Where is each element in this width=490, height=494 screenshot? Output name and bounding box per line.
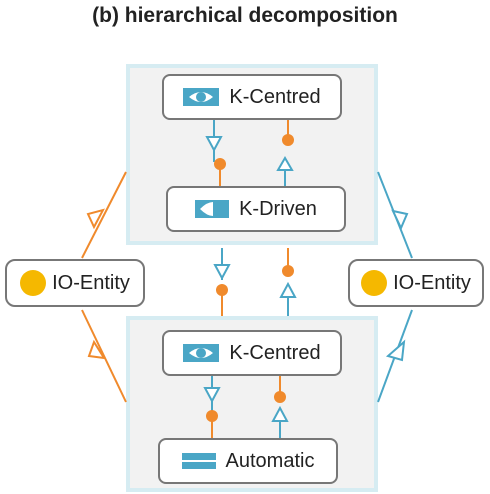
right-blue-links <box>377 171 413 403</box>
right-io-entity-label: IO-Entity <box>393 271 471 294</box>
left-upper-arrow <box>86 208 105 230</box>
left-lower-line <box>81 309 127 403</box>
left-orange-links <box>81 171 127 403</box>
eye-icon <box>183 344 220 362</box>
lower-k-centred-label: K-Centred <box>229 341 321 364</box>
between-down-arrow <box>213 264 231 281</box>
lower-up-arrow <box>271 405 289 422</box>
diagram-title: (b) hierarchical decomposition <box>92 4 398 27</box>
between-left-socket <box>216 284 228 296</box>
between-up-arrow <box>279 281 297 298</box>
k-driven-node: K-Driven <box>166 186 346 232</box>
upper-left-socket <box>214 158 226 170</box>
yellow-dot-icon <box>361 270 388 296</box>
left-io-entity-label: IO-Entity <box>52 271 130 294</box>
left-lower-arrow <box>87 339 106 360</box>
left-upper-line <box>81 171 127 259</box>
bars-icon <box>181 453 216 469</box>
right-lower-arrow <box>385 339 406 362</box>
upper-down-arrow <box>205 136 223 153</box>
half-eye-icon <box>195 200 230 218</box>
automatic-label: Automatic <box>225 449 315 472</box>
eye-icon <box>183 88 220 106</box>
k-driven-label: K-Driven <box>239 197 317 220</box>
upper-k-centred-node: K-Centred <box>162 74 342 120</box>
yellow-dot-icon <box>20 270 47 296</box>
lower-down-arrow <box>203 387 221 404</box>
upper-right-socket <box>282 134 294 146</box>
lower-right-socket <box>274 391 286 403</box>
lower-left-socket <box>206 410 218 422</box>
upper-internal-links <box>205 118 294 186</box>
between-group-links <box>213 248 297 316</box>
automatic-node: Automatic <box>158 438 338 484</box>
lower-internal-links <box>203 372 289 440</box>
lower-k-centred-node: K-Centred <box>162 330 342 376</box>
upper-k-centred-label: K-Centred <box>229 85 321 108</box>
right-upper-arrow <box>391 209 409 231</box>
right-io-entity-node: IO-Entity <box>348 259 484 307</box>
upper-up-arrow <box>276 156 294 171</box>
between-right-socket <box>282 265 294 277</box>
left-io-entity-node: IO-Entity <box>5 259 145 307</box>
